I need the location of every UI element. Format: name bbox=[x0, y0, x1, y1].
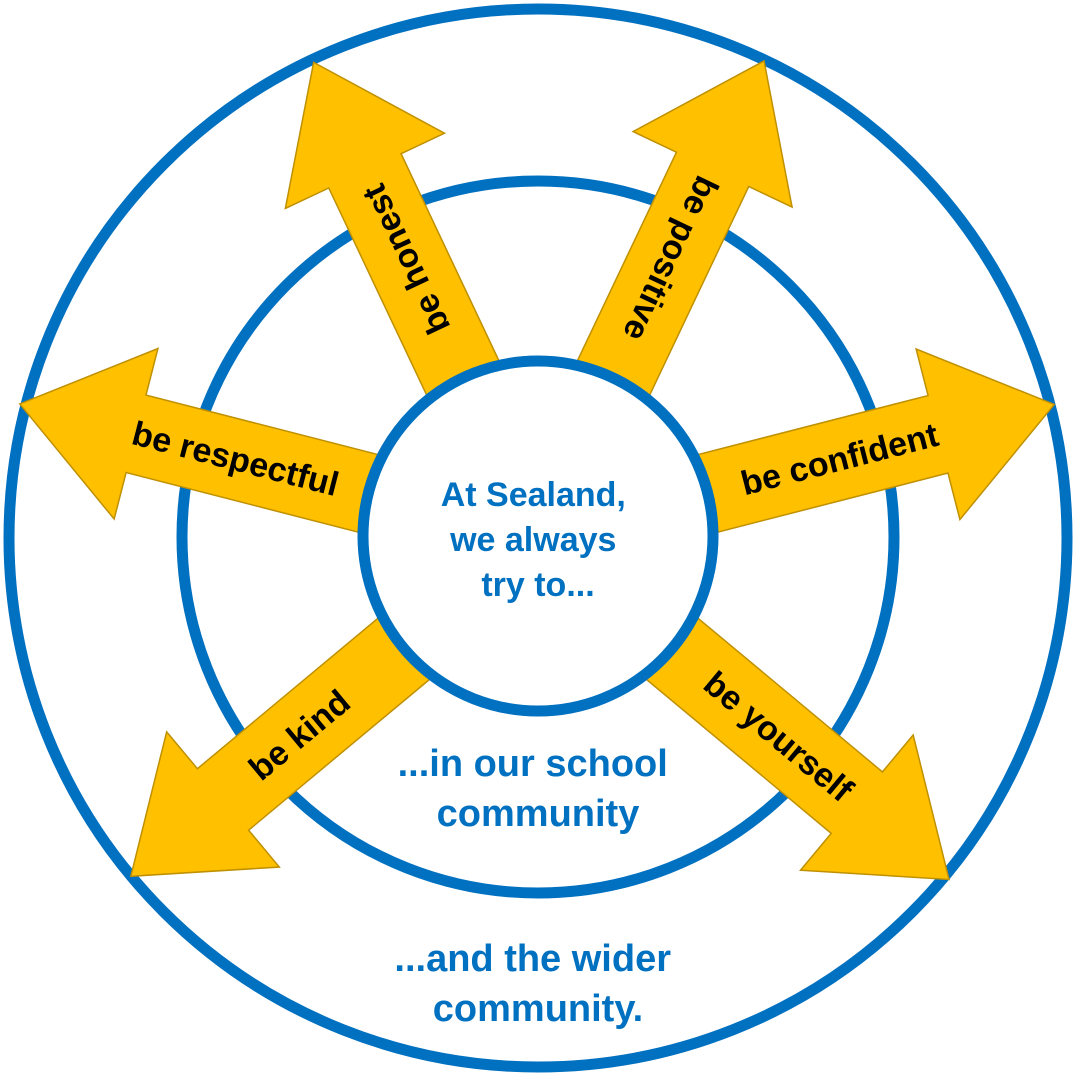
middle-ring bbox=[176, 175, 900, 899]
center-line: At Sealand, bbox=[441, 476, 626, 514]
middle-ring-text: ...in our school community bbox=[398, 743, 679, 835]
arrow-right-icon bbox=[672, 347, 1056, 540]
inner-circle bbox=[357, 355, 719, 717]
outer-ring-line: ...and the wider bbox=[394, 938, 671, 980]
center-line: try to... bbox=[481, 566, 594, 604]
arrow-down-right-icon bbox=[626, 601, 951, 881]
arrow-down-left-icon bbox=[129, 601, 450, 878]
center-text: At Sealand, we always try to... bbox=[441, 476, 636, 604]
arrow-respectful: be respectful bbox=[18, 347, 404, 540]
arrow-up-left-icon bbox=[284, 61, 512, 420]
outer-ring-line: community. bbox=[433, 988, 643, 1030]
outer-ring bbox=[3, 3, 1073, 1073]
arrow-confident: be confident bbox=[672, 347, 1056, 540]
arrow-up-right-icon bbox=[565, 59, 794, 420]
middle-ring-line: ...in our school bbox=[398, 743, 668, 785]
arrow-kind: be kind bbox=[129, 601, 450, 878]
center-line: we always bbox=[449, 521, 616, 559]
outer-ring-text: ...and the wider community. bbox=[394, 938, 681, 1030]
arrow-yourself: be yourself bbox=[626, 601, 951, 881]
arrow-left-icon bbox=[18, 347, 404, 540]
middle-ring-line: community bbox=[437, 793, 640, 835]
